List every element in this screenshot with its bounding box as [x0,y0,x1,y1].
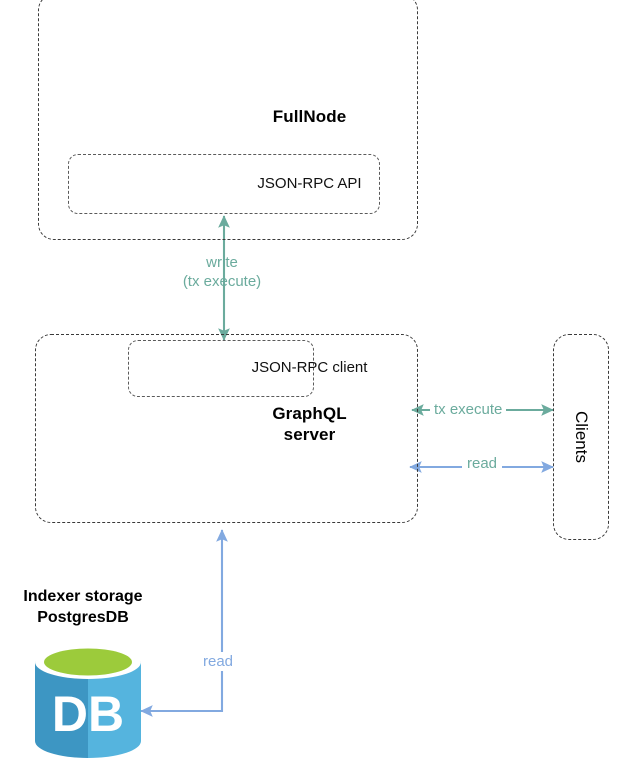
jsonrpc-api-box [68,154,380,214]
clients-box [553,334,609,540]
indexer-storage-line2: PostgresDB [37,609,129,626]
indexer-storage-caption: Indexer storage PostgresDB [0,586,166,628]
jsonrpc-client-label: JSON-RPC client [251,359,368,376]
client-read-arrow-label: read [462,454,503,473]
write-arrow-label-line1: write [206,254,238,271]
jsonrpc-client-box [128,340,314,397]
db-read-arrow-label: read [199,652,238,671]
write-arrow-label-line2: (tx execute) [182,273,262,290]
tx-execute-arrow-label: tx execute [430,400,507,419]
db-icon-label: DB [52,686,124,742]
graphql-server-box [35,334,418,523]
jsonrpc-api-label: JSON-RPC API [257,175,362,192]
write-arrow-label: write (tx execute) [132,253,312,291]
database-cylinder-icon: DB [35,645,141,758]
graphql-server-title: GraphQL server [0,403,619,445]
graphql-title-line2: server [283,425,336,444]
indexer-storage-line1: Indexer storage [23,588,143,605]
clients-label: Clients [572,411,591,463]
graphql-title-line1: GraphQL [272,404,347,423]
fullnode-box [38,0,418,240]
fullnode-title: FullNode [272,107,347,126]
